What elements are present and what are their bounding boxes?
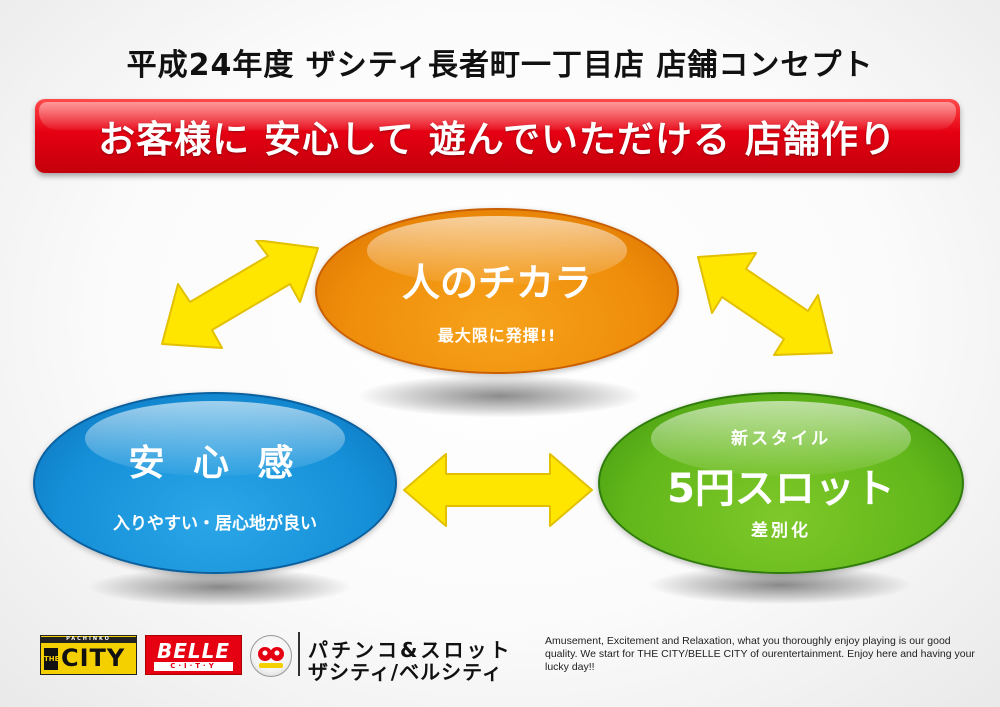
- brand-line-1: パチンコ&スロット: [308, 638, 513, 662]
- orange-oval-shadow: [360, 375, 640, 417]
- slot-subtitle: 差別化: [751, 521, 811, 541]
- double-arrow-horizontal-icon: [403, 453, 593, 527]
- double-arrow-left-icon: [161, 240, 319, 349]
- slot-title: 5円スロット: [667, 466, 895, 512]
- double-arrow-right-icon: [697, 252, 833, 356]
- the-city-logo-name: CITY: [61, 644, 126, 672]
- safety-title: 安 心 感: [128, 443, 302, 484]
- brand-line-2: ザシティ/ベルシティ: [308, 660, 503, 684]
- slot-top-label: 新スタイル: [731, 429, 831, 449]
- people-power-title: 人のチカラ: [401, 261, 592, 305]
- safety-oval: 安 心 感 入りやすい・居心地が良い: [33, 392, 397, 574]
- safety-subtitle: 入りやすい・居心地が良い: [113, 514, 317, 534]
- mascot-logo-icon: [250, 635, 292, 677]
- footer-tagline: Amusement, Excitement and Relaxation, wh…: [545, 635, 975, 673]
- belle-city-logo: BELLE C·I·T·Y: [145, 635, 242, 675]
- the-city-logo: PACHINKO THE CITY: [40, 635, 137, 675]
- people-power-subtitle: 最大限に発揮!!: [437, 326, 557, 345]
- slot-oval: 新スタイル 5円スロット 差別化: [598, 392, 964, 574]
- concept-banner: お客様に 安心して 遊んでいただける 店舗作り: [35, 99, 960, 173]
- blue-oval-shadow: [90, 568, 350, 606]
- belle-city-logo-sub: C·I·T·Y: [154, 662, 233, 671]
- page-title: 平成24年度 ザシティ長者町一丁目店 店舗コンセプト: [126, 48, 874, 83]
- footer-divider: [298, 632, 300, 676]
- people-power-oval: 人のチカラ 最大限に発揮!!: [315, 208, 679, 374]
- banner-text: お客様に 安心して 遊んでいただける 店舗作り: [98, 118, 897, 161]
- the-city-logo-small-text: PACHINKO: [66, 636, 111, 642]
- belle-city-logo-name: BELLE: [156, 639, 231, 663]
- the-city-logo-prefix: THE: [44, 648, 59, 670]
